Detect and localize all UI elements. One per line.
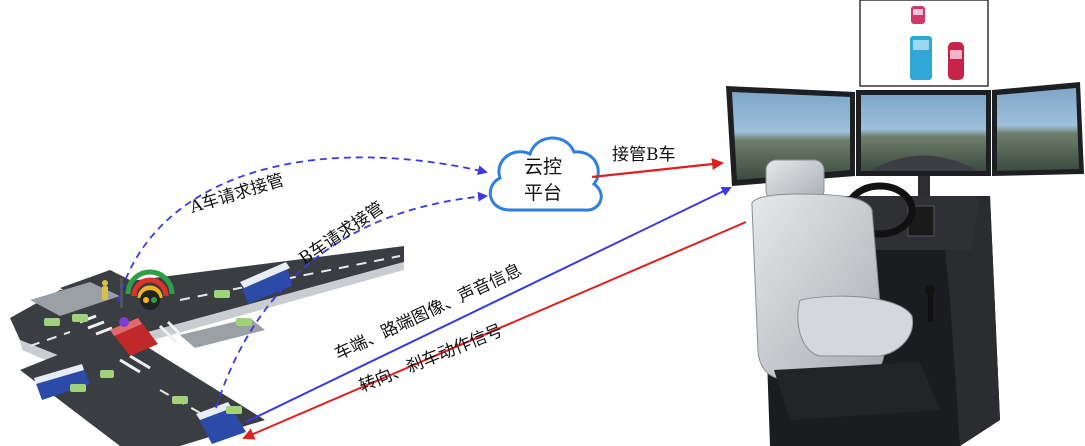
arrow-a-request [117, 156, 488, 303]
traffic-light-pole [120, 278, 123, 308]
label-takeover-b: 接管B车 [612, 145, 676, 165]
arrow-takeover-b [591, 158, 724, 179]
bus-topright [240, 262, 292, 304]
inset-car-pink [911, 6, 925, 24]
monitor-right [992, 82, 1084, 176]
cloud-label-line2: 平台 [524, 182, 562, 204]
intersection-scene [10, 246, 404, 446]
cloud-icon [488, 136, 603, 212]
top-view-inset [859, 0, 989, 87]
crosswalk [79, 314, 186, 374]
label-a-request: A车请求接管 [187, 170, 287, 218]
vehicle-a-red [110, 317, 158, 356]
sidewalk-block [30, 282, 120, 316]
seat-platform [774, 362, 940, 420]
inset-vehicle-blue [910, 36, 932, 80]
cloud-label-line1: 云控 [524, 156, 562, 178]
arrow-b-request [215, 191, 488, 409]
bus-left [34, 364, 90, 400]
driver-seat [751, 159, 914, 381]
monitor-left [726, 86, 855, 186]
driving-simulator [726, 82, 1084, 446]
signal-rings-icon [125, 269, 175, 299]
monitor-stand [918, 176, 930, 196]
traffic-light-icon [140, 290, 160, 310]
arrow-images-audio [245, 186, 732, 423]
inset-car-red [948, 42, 964, 80]
monitor-center [856, 90, 991, 176]
pedestrian [102, 280, 108, 300]
cockpit-side-panel [940, 196, 1000, 446]
cloud-platform: 云控 平台 [488, 136, 603, 212]
small-cars [44, 290, 252, 414]
arrow-steering-brake [242, 221, 747, 440]
gear-lever [928, 292, 933, 322]
